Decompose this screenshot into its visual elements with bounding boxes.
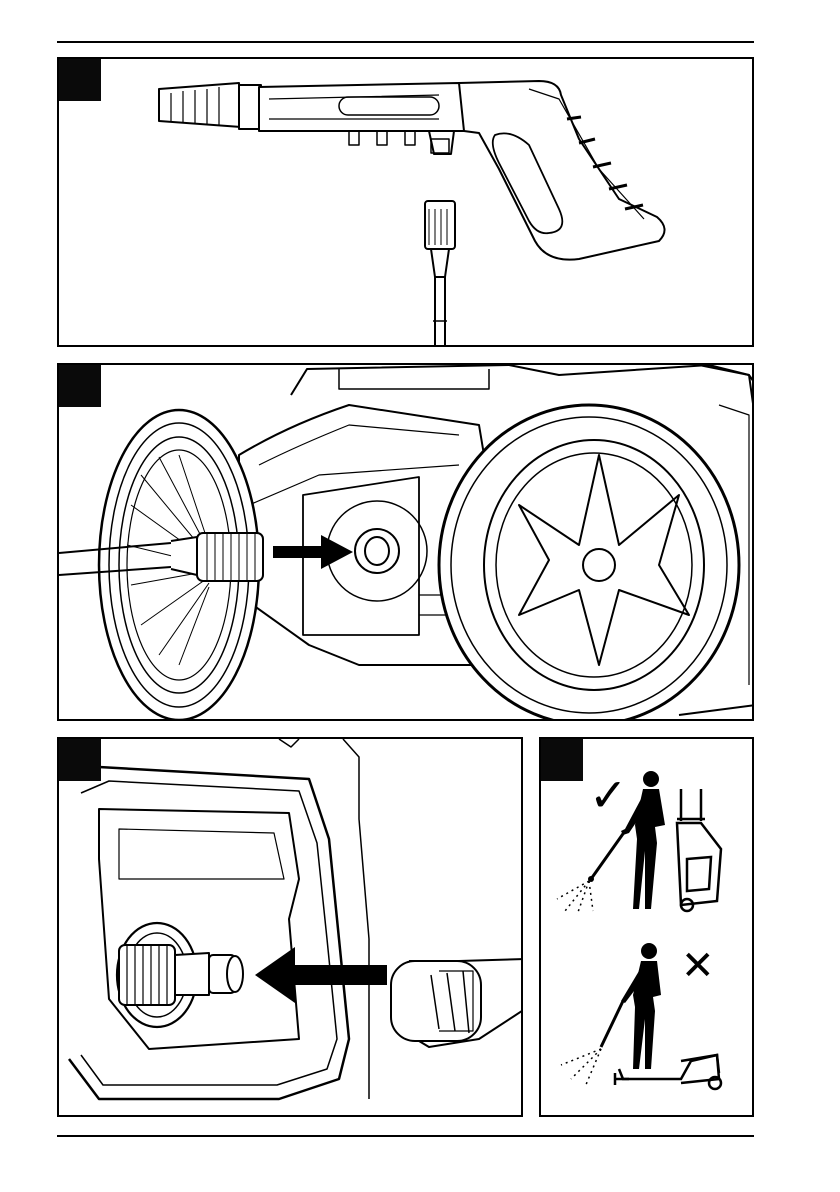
insert-direction-arrow [255,947,387,1003]
figure-panel-4: ✓ ✕ [539,737,754,1117]
horizontal-machine [615,1055,721,1089]
correct-check-icon: ✓ [589,768,628,822]
upright-machine [677,789,721,911]
inlet-coupling-illustration [59,739,523,1117]
header-rule [57,41,754,43]
incorrect-cross-icon: ✕ [681,943,715,989]
figure-number-tab-2 [59,365,101,407]
usage-position-illustration: ✓ ✕ [541,739,754,1117]
figure-number-tab-1 [59,59,101,101]
hose-to-pump-illustration [59,365,754,721]
spray-lines-incorrect [561,1049,601,1087]
figure-number-tab-3 [59,739,101,781]
figure-panel-3 [57,737,523,1117]
figure-number-tab-4 [541,739,583,781]
figure-panel-2 [57,363,754,721]
footer-rule [57,1135,754,1137]
incorrect-use-figure [601,943,661,1069]
figure-panel-1 [57,57,754,347]
spray-lines [557,881,593,915]
spray-gun-illustration [59,59,754,347]
